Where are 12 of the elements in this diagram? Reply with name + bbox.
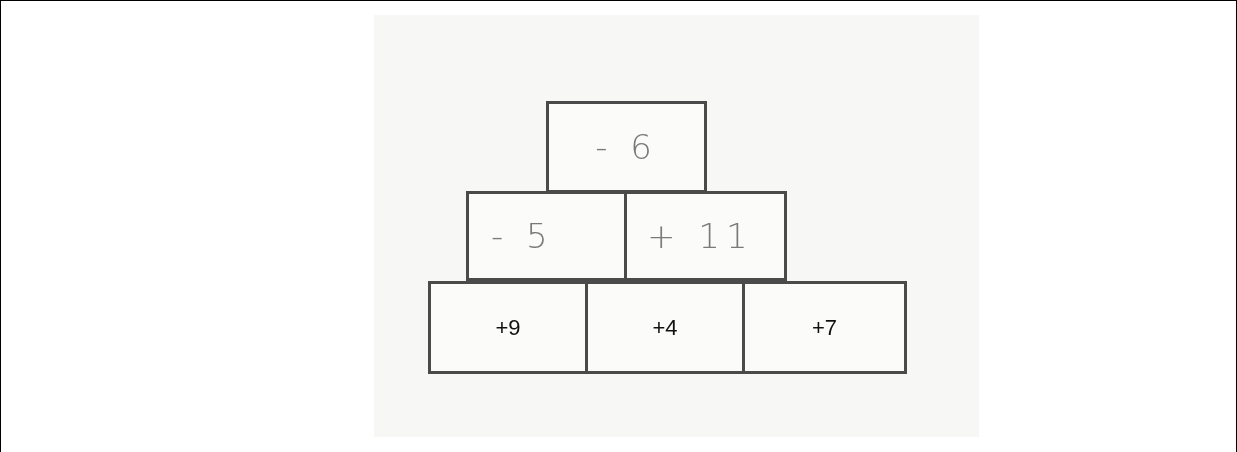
pyramid-brick [546,101,707,193]
brick-number: +4 [652,314,678,341]
brick-number: +7 [811,314,838,341]
pyramid-brick [624,191,787,281]
pyramid-brick [428,281,588,374]
brick-number: + 11 [647,216,754,256]
pyramid-brick [585,281,745,374]
pyramid-brick [466,191,627,281]
pyramid-brick [742,281,907,374]
brick-number: - 6 [595,127,658,167]
brick-number: - 5 [491,216,554,256]
brick-number: +9 [495,314,521,341]
